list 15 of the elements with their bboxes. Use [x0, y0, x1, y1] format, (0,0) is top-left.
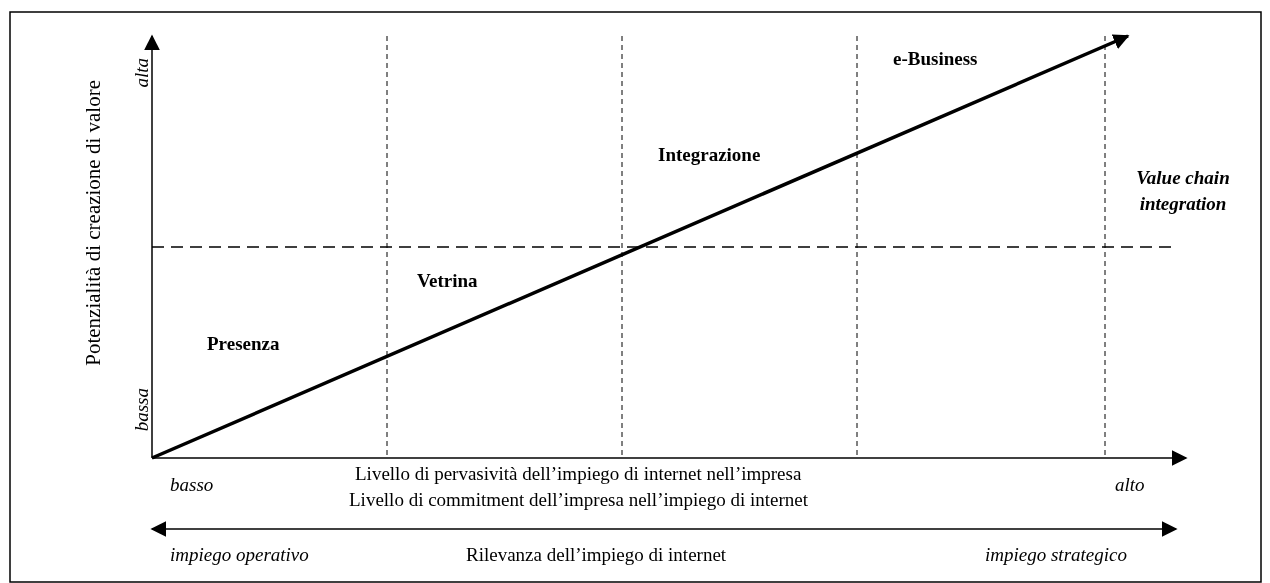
axis-end-label: bassa — [131, 388, 153, 432]
scale-end-label: impiego strategico — [985, 544, 1127, 566]
threshold-label: Value chain integration — [1135, 166, 1231, 216]
axis-end-label: alto — [1115, 474, 1145, 496]
axis-end-label: basso — [170, 474, 214, 496]
stage-label: Presenza — [207, 333, 280, 355]
stage-label: Integrazione — [658, 144, 761, 166]
axis-end-label: alta — [131, 58, 153, 88]
scale-title: Rilevanza dell’impiego di internet — [466, 544, 727, 566]
stage-label: Vetrina — [417, 270, 478, 292]
axis-title: Potenzialità di creazione di valore — [82, 80, 104, 366]
scale-end-label: impiego operativo — [170, 544, 309, 566]
axis-title: Livello di commitment dell’impresa nell’impiego di internet — [349, 489, 809, 511]
axis-title: Livello di pervasività dell’impiego di internet nell’impresa — [355, 463, 802, 485]
stage-label: e-Business — [893, 48, 978, 70]
